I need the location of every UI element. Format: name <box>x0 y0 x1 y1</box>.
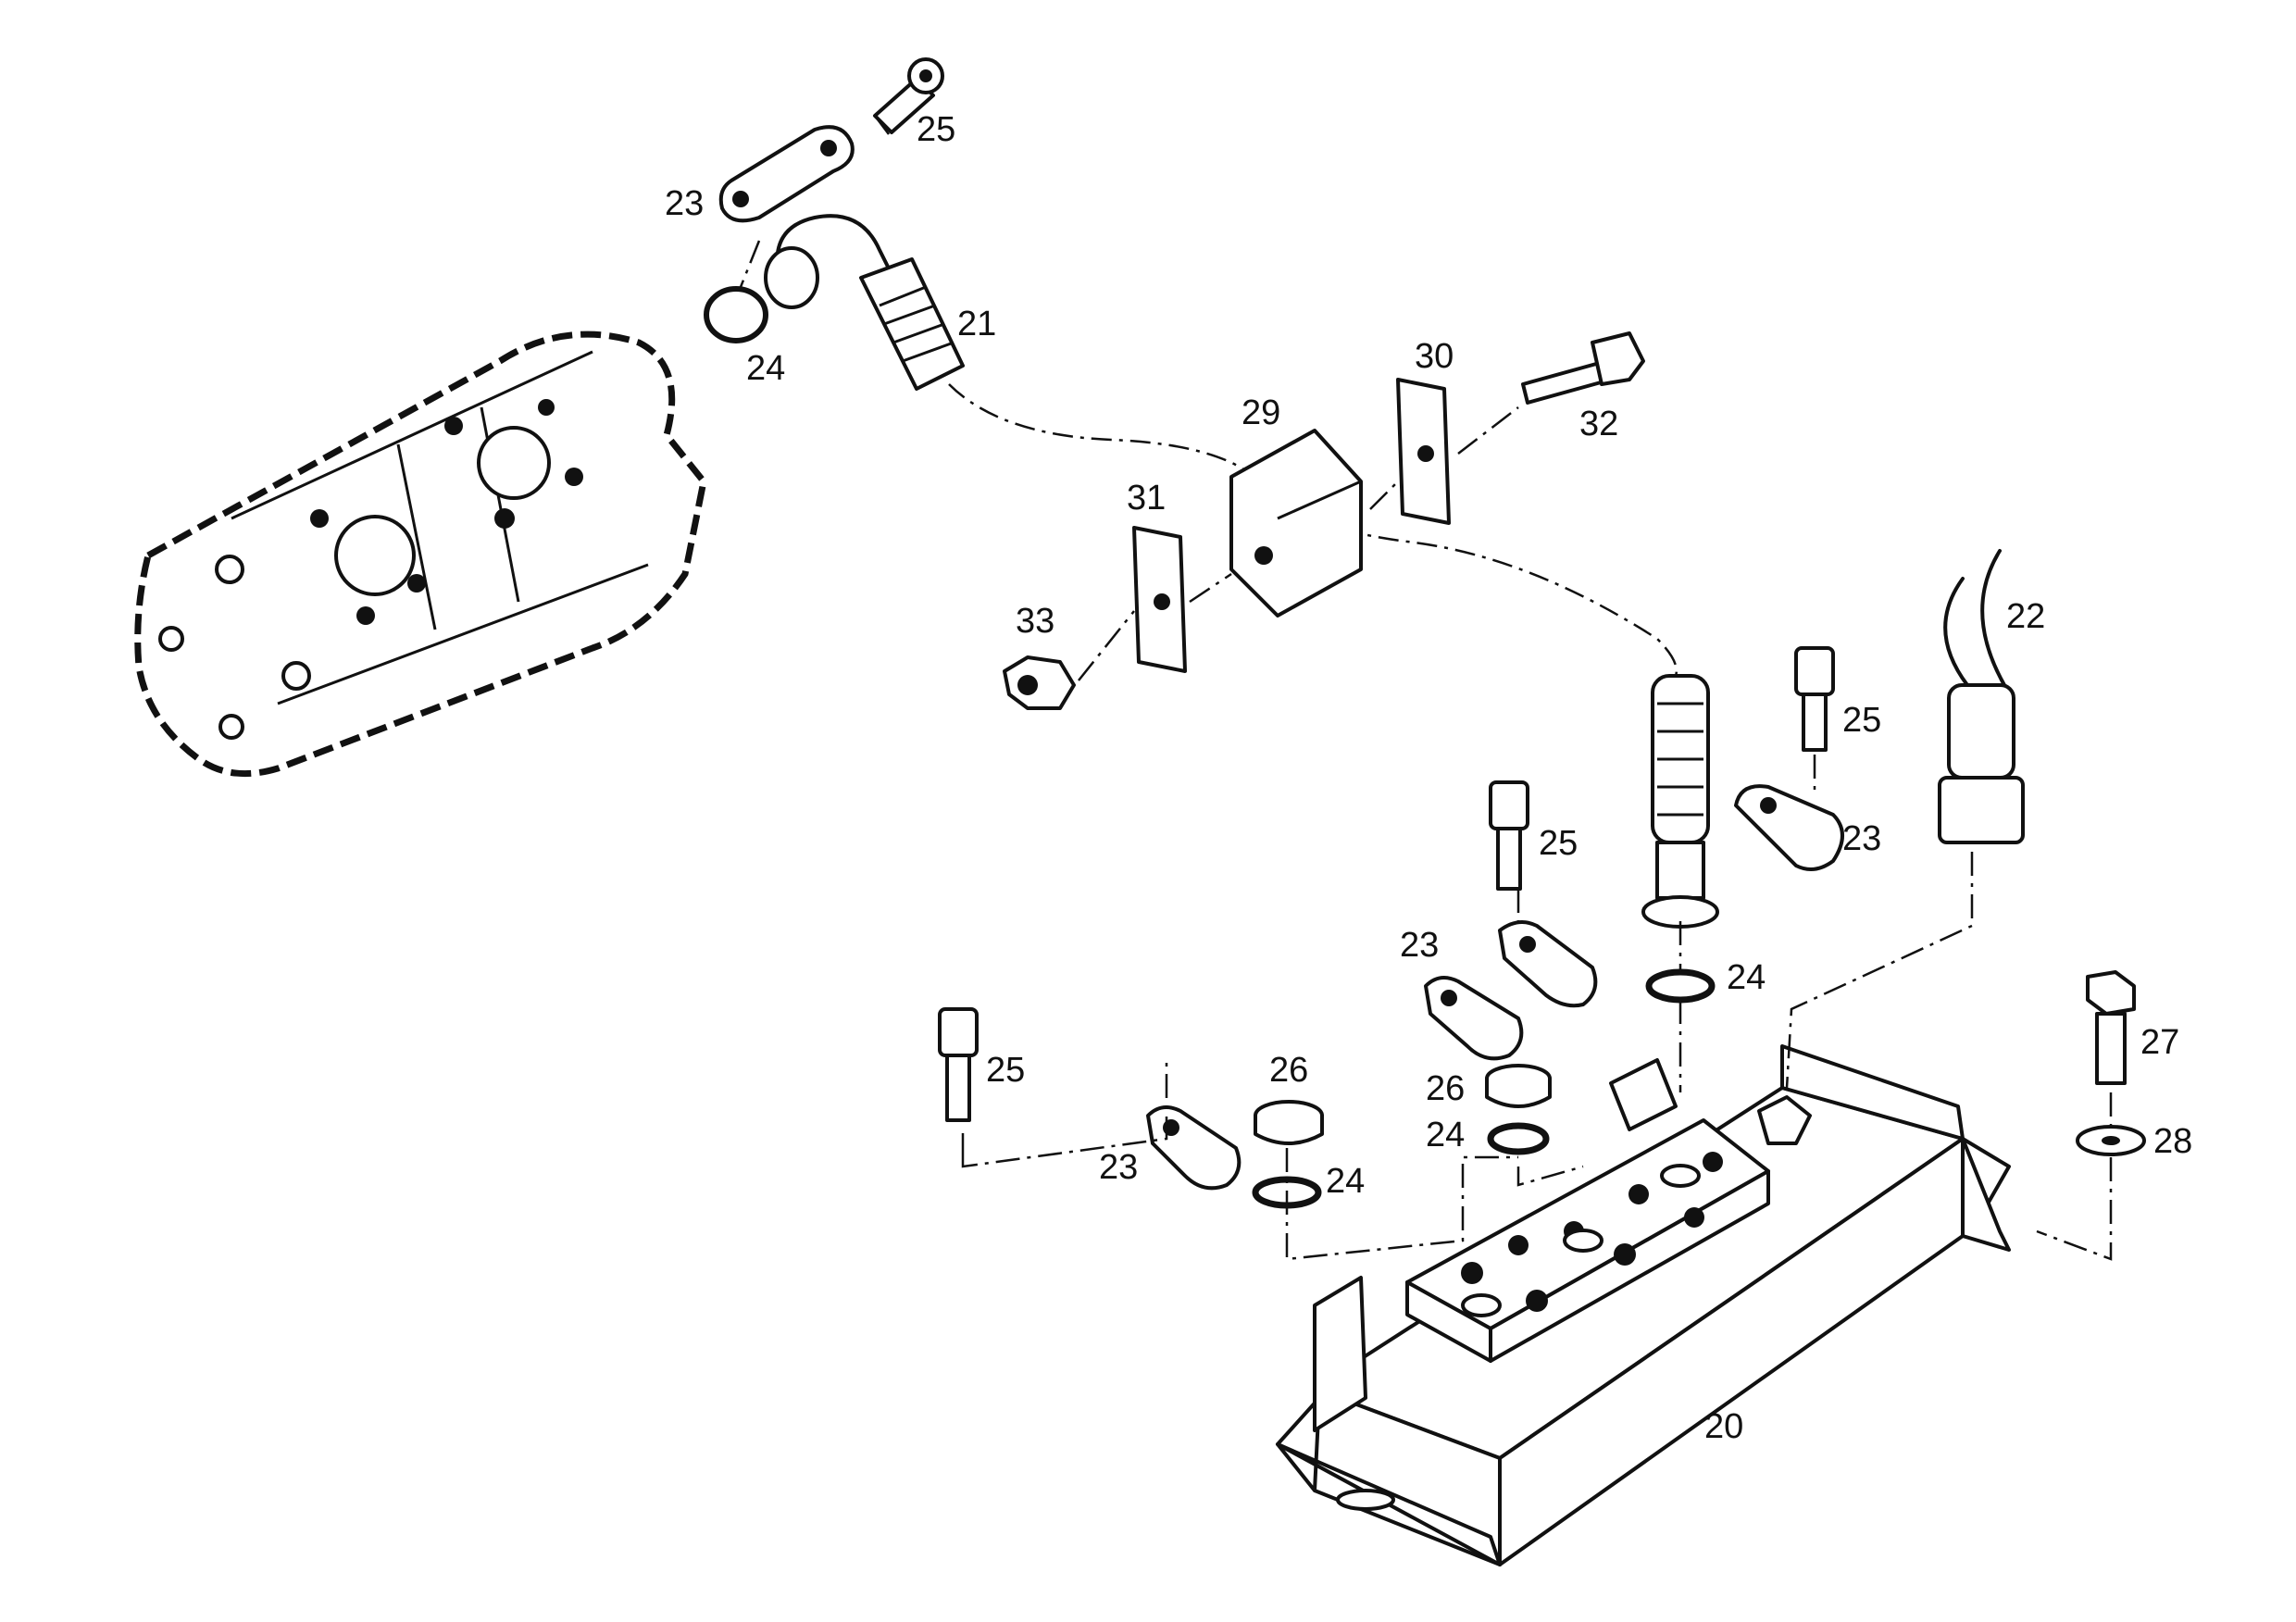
plug-26-left <box>1254 1100 1324 1145</box>
assembly-lines <box>739 115 2113 1261</box>
bolt-27 <box>2086 970 2136 1085</box>
callout-32: 32 <box>1579 405 1618 443</box>
callouts: 25 23 21 24 30 29 32 31 33 22 25 25 23 2… <box>665 110 2192 1446</box>
callout-31: 31 <box>1127 479 1166 518</box>
bolt-32 <box>1521 331 1645 405</box>
callout-20: 20 <box>1704 1407 1743 1446</box>
hydraulic-pump <box>134 331 707 778</box>
hose-22 <box>1938 549 2025 844</box>
screw-25-right <box>1794 646 1835 752</box>
callout-24: 24 <box>1426 1116 1465 1154</box>
callout-21: 21 <box>957 305 996 343</box>
callout-26: 26 <box>1269 1051 1308 1090</box>
screw-25-left <box>938 1007 979 1122</box>
callout-25: 25 <box>986 1051 1025 1090</box>
clamp-assembly-line <box>1078 406 1519 681</box>
callout-28: 28 <box>2153 1122 2192 1161</box>
callout-25: 25 <box>917 110 955 149</box>
screw-25-middle <box>1489 780 1529 891</box>
callout-23: 23 <box>1842 819 1881 858</box>
callout-27: 27 <box>2140 1023 2179 1062</box>
hose-21-lower-end <box>1641 674 1719 929</box>
plug-26-middle <box>1485 1064 1552 1108</box>
callout-22: 22 <box>2006 597 2045 636</box>
plate-31 <box>1132 526 1187 673</box>
callout-24: 24 <box>1727 958 1766 997</box>
flange-clamp-23-middle <box>1498 920 1598 1008</box>
callout-23: 23 <box>1400 926 1439 965</box>
callout-23: 23 <box>1099 1148 1138 1187</box>
callout-33: 33 <box>1016 602 1054 641</box>
flange-clamp-23-top <box>718 125 855 223</box>
callout-25: 25 <box>1842 701 1881 740</box>
plate-30 <box>1396 378 1451 525</box>
screw-25-top <box>873 57 944 134</box>
callout-24: 24 <box>1326 1162 1365 1201</box>
o-ring-24-right <box>1645 968 1716 1004</box>
o-ring-24-top <box>704 286 768 343</box>
callout-26: 26 <box>1426 1069 1465 1108</box>
callout-23: 23 <box>665 184 704 223</box>
callout-30: 30 <box>1415 337 1454 376</box>
flange-clamp-23-lower <box>1424 976 1524 1061</box>
manifold-block-20 <box>1276 1044 2011 1566</box>
washer-28 <box>2076 1125 2146 1156</box>
callout-25: 25 <box>1539 824 1578 863</box>
flange-clamp-23-left <box>1146 1105 1242 1191</box>
elbow-hose-21 <box>764 214 965 391</box>
o-ring-24-middle <box>1487 1122 1550 1155</box>
clamp-half-29 <box>1229 429 1363 618</box>
callout-29: 29 <box>1242 393 1280 432</box>
callout-24: 24 <box>746 349 785 388</box>
nut-33 <box>1003 655 1076 710</box>
flange-clamp-23-right <box>1734 784 1844 871</box>
